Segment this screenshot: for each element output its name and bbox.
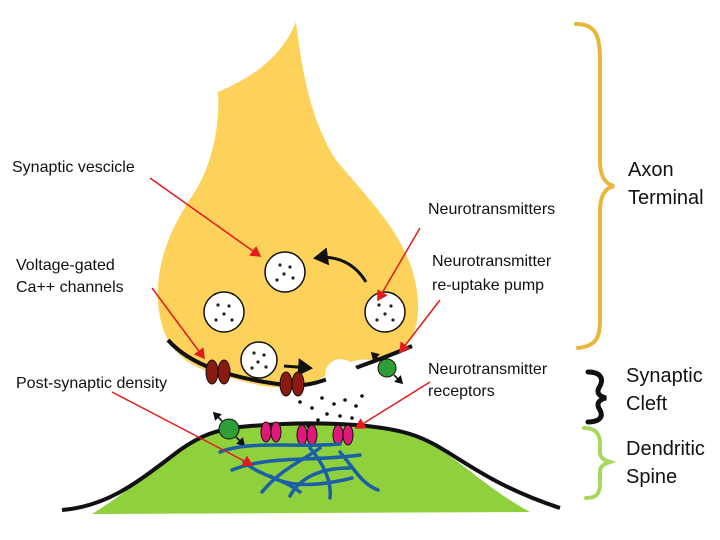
vesicle xyxy=(264,251,306,293)
arrow-reuptake-pump xyxy=(399,299,441,354)
receptors xyxy=(260,421,354,446)
reuptake-pump-dendrite xyxy=(212,411,246,447)
neurotransmitter-dots xyxy=(298,394,364,428)
arrow-receptors xyxy=(354,381,431,429)
bracket-label-axon-line2: Terminal xyxy=(628,187,704,209)
reuptake-pump-axon xyxy=(370,351,404,385)
label-reuptake-line1: Neurotransmitter xyxy=(432,253,552,270)
axon-membrane xyxy=(166,338,413,388)
bracket-label-cleft-line1: Synaptic xyxy=(626,365,703,387)
release-arrow xyxy=(283,358,313,377)
vesicle xyxy=(203,291,245,333)
bracket-axon-terminal xyxy=(574,22,615,350)
fusing-vesicle xyxy=(325,359,359,392)
label-synaptic-vesicle: Synaptic vescicle xyxy=(12,159,135,176)
label-voltage-gated-line1: Voltage-gated xyxy=(16,257,115,274)
post-synaptic-density xyxy=(218,442,380,500)
label-voltage-gated-line2: Ca++ channels xyxy=(16,279,124,296)
bracket-label-spine-line2: Spine xyxy=(626,466,677,488)
vesicle xyxy=(240,341,278,379)
label-neurotransmitters: Neurotransmitters xyxy=(428,201,555,218)
vesicle xyxy=(364,291,406,333)
bracket-dendritic-spine xyxy=(582,426,617,500)
bracket-label-cleft-line2: Cleft xyxy=(626,393,668,415)
arrow-neurotransmitters xyxy=(377,227,421,302)
label-post-synaptic-density: Post-synaptic density xyxy=(16,375,167,392)
arrow-post-synaptic-density xyxy=(111,391,254,467)
dendritic-spine-shape xyxy=(92,422,530,514)
arrow-calcium-channels xyxy=(151,287,205,360)
arrow-synaptic-vesicle xyxy=(149,177,262,257)
pointer-arrows xyxy=(111,177,441,467)
label-receptors-line2: receptors xyxy=(428,383,495,400)
vesicles xyxy=(203,251,406,379)
axon-terminal-shape xyxy=(157,22,419,388)
bracket-label-spine-line1: Dendritic xyxy=(626,438,705,460)
calcium-channels xyxy=(205,359,305,397)
label-reuptake-line2: re-uptake pump xyxy=(432,277,544,294)
recycle-arrow xyxy=(313,247,368,283)
label-receptors-line1: Neurotransmitter xyxy=(428,361,548,378)
bracket-label-axon-line1: Axon xyxy=(628,159,674,181)
bracket-synaptic-cleft xyxy=(585,369,607,425)
